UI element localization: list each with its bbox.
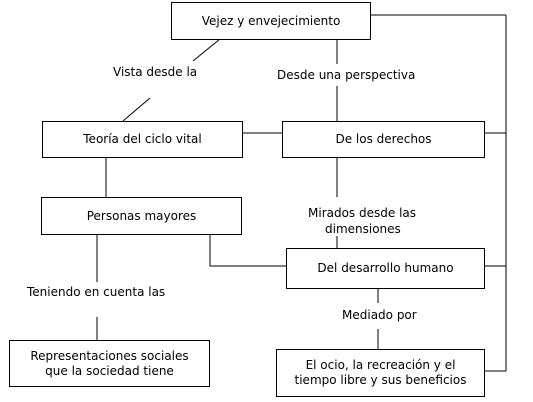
line-personas-desarrollo [209,231,287,267]
node-ocio-line-1: El ocio, la recreación y el [305,358,456,372]
node-representaciones-line-2: que la sociedad tiene [45,363,174,378]
node-representaciones-sociales: Representaciones sociales que la socieda… [9,340,210,387]
node-teoria-ciclo-vital: Teoría del ciclo vital [42,121,243,158]
node-representaciones-line-1: Representaciones sociales [30,348,189,363]
node-de-los-derechos: De los derechos [282,121,485,158]
connector-mirados-line-2: dimensiones [325,222,401,236]
connector-mirados-desde-las: Mirados desde las dimensiones [308,205,448,236]
node-vejez-envejecimiento: Vejez y envejecimiento [171,2,371,40]
node-ocio-recreacion: El ocio, la recreación y el tiempo libre… [276,349,485,397]
node-desarrollo-humano: Del desarrollo humano [286,248,485,289]
connector-vista-desde-la: Vista desde la [113,65,198,79]
line-root-vista [192,38,221,62]
node-ocio-line-2: tiempo libre y sus beneficios [294,373,467,387]
line-vista-ciclo [122,97,151,122]
connector-teniendo-en-cuenta: Teniendo en cuenta las [27,285,166,299]
connector-desde-una-perspectiva: Desde una perspectiva [277,68,416,82]
connector-mediado-por: Mediado por [342,308,417,322]
node-personas-mayores: Personas mayores [41,197,242,235]
connector-mirados-line-1: Mirados desde las [308,206,417,220]
